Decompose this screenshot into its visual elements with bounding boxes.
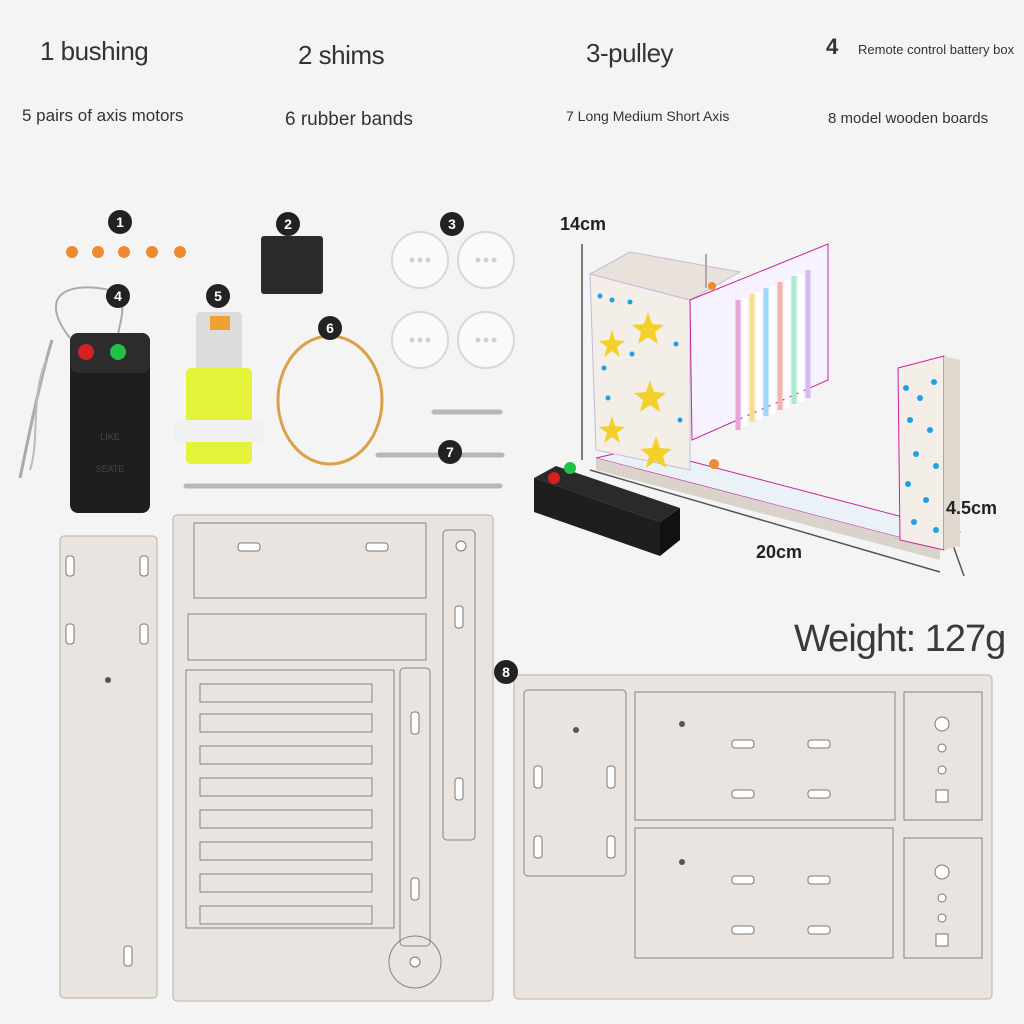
badge-3: 3 [440,212,464,236]
badge-1: 1 [108,210,132,234]
label-bushing: 1 bushing [40,36,149,66]
label-shims: 2 shims [298,40,385,70]
assembled-model-icon [534,243,965,577]
motor-icon [174,312,264,464]
label-bands: 6 rubber bands [285,109,413,130]
dimension-depth: 4.5cm [946,498,998,518]
label-battery: Remote control battery box [858,42,1015,57]
badge-4: 4 [106,284,130,308]
badge-6: 6 [318,316,342,340]
bushing-icon [66,246,186,258]
label-battery-number: 4 [826,34,839,59]
pulley-icon [391,231,515,369]
badge-7: 7 [438,440,462,464]
label-motors: 5 pairs of axis motors [22,106,184,125]
dimension-height: 14cm [560,214,607,234]
badge-8: 8 [494,660,518,684]
badge-5: 5 [206,284,230,308]
svg-text:LIKE: LIKE [100,432,120,442]
battery-box-icon: LIKE SEATE [18,286,150,513]
shim-icon [261,236,323,294]
label-boards: 8 model wooden boards [828,110,989,127]
dimension-width: 20cm [756,542,803,562]
rubber-band-icon [276,334,384,466]
badge-2: 2 [276,212,300,236]
label-axis: 7 Long Medium Short Axis [566,108,730,124]
svg-text:SEATE: SEATE [96,464,125,474]
wooden-board-icon [59,514,993,1002]
label-pulley: 3-pulley [586,38,674,68]
weight-label: Weight: 127g [794,618,1006,660]
